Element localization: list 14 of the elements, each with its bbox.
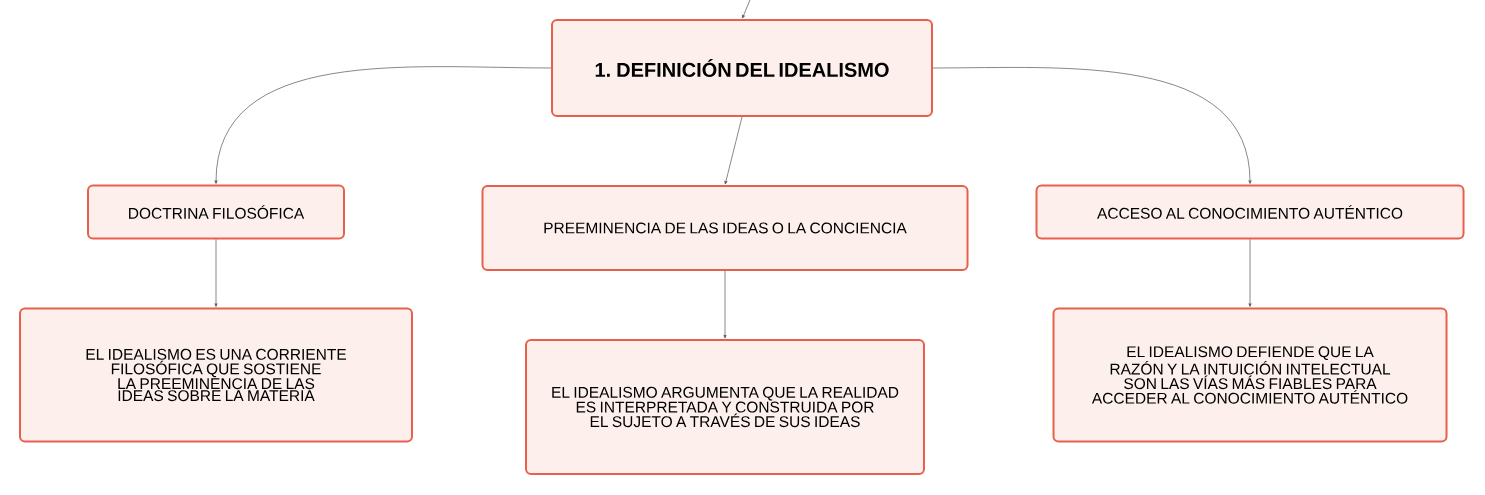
arrow — [723, 270, 727, 339]
arrow — [932, 67, 1252, 184]
concept-box: DOCTRINA FILOSÓFICA — [87, 184, 345, 240]
concept-box: EL IDEALISMO ARGUMENTA QUE LA REALIDAD ES INTERPRETADA Y CONSTRUIDA POR EL SUJETO A TRAVÉS DE SUS IDEAS — [525, 339, 925, 475]
arrow — [724, 116, 743, 185]
arrow — [214, 66, 552, 184]
concept-box: ACCESO AL CONOCIMIENTO AUTÉNTICO — [1035, 184, 1465, 240]
arrow — [1248, 239, 1252, 307]
arrow — [742, 0, 751, 19]
concept-box: EL IDEALISMO DEFIENDE QUE LA RAZÓN Y LA INTUICIÓN INTELECTUAL SON LAS VÍAS MÁS FIABLES PARA ACCEDER AL CONOCIMIENTO AUTÉNTICO — [1052, 307, 1448, 443]
concept-box: PREEMINENCIA DE LAS IDEAS O LA CONCIENCIA — [481, 185, 969, 271]
concept-box: EL IDEALISMO ES UNA CORRIENTE FILOSÓFICA QUE SOSTIENE LA PREEMINENCIA DE LAS IDEAS SOBRE LA MATERIA — [19, 307, 413, 443]
title-box: 1. DEFINICIÓN DEL IDEALISMO — [551, 19, 933, 117]
arrow — [214, 239, 218, 307]
